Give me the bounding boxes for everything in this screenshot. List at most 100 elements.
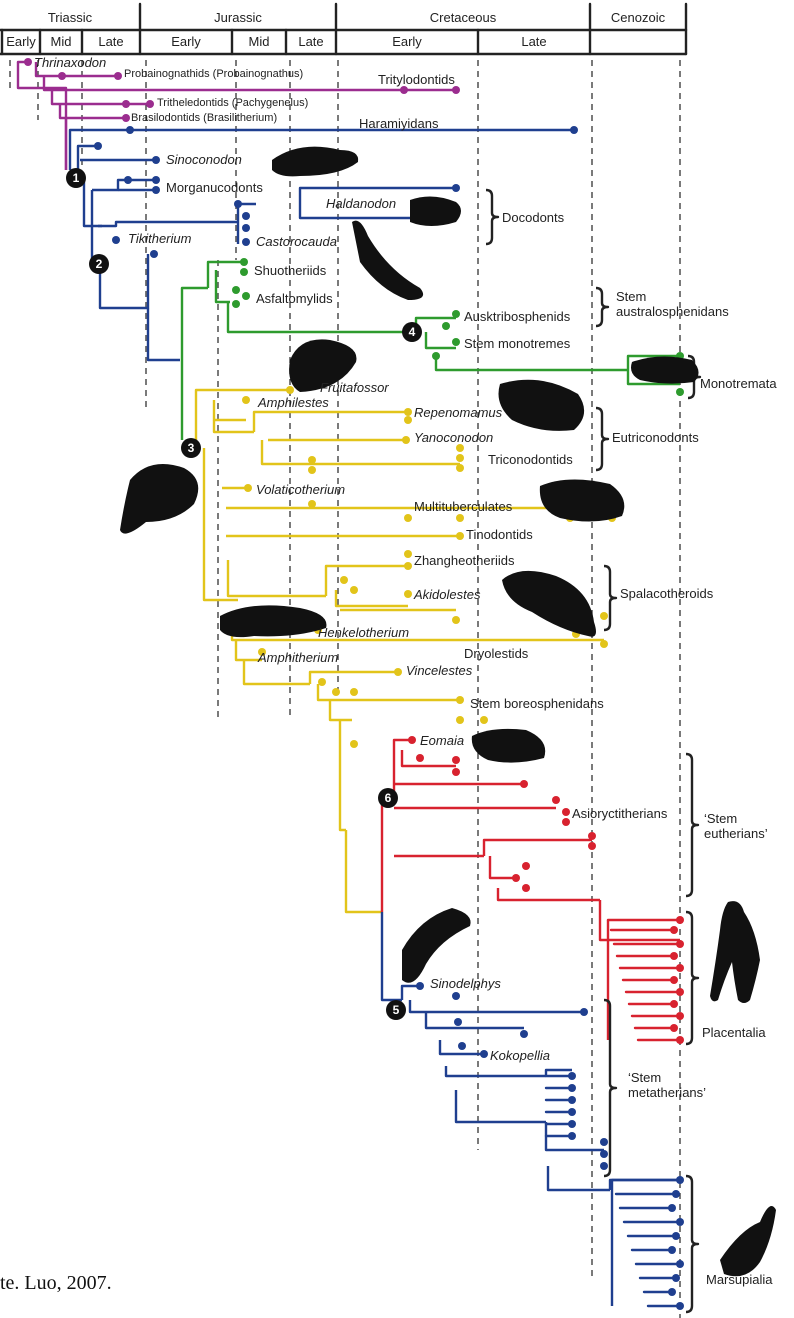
taxon-tip-dot xyxy=(114,72,122,80)
taxon-tip-dot xyxy=(242,212,250,220)
branch-path xyxy=(228,560,326,596)
label-yanoconodon: Yanoconodon xyxy=(414,430,493,445)
label-docodonts: Docodonts xyxy=(502,210,564,225)
taxon-tip-dot xyxy=(416,982,424,990)
branch-path xyxy=(610,1180,680,1190)
label-tikitherium: Tikitherium xyxy=(128,231,191,246)
haldanodon-silhouette xyxy=(410,196,461,226)
taxon-tip-dot xyxy=(456,454,464,462)
node-badge-1: 1 xyxy=(66,168,86,188)
branch-path xyxy=(98,222,238,226)
label-stem-australosphenidans: Stem australosphenidans xyxy=(616,289,729,319)
label-amphitherium: Amphitherium xyxy=(258,650,338,665)
branch-path xyxy=(60,104,126,118)
taxon-tip-dot xyxy=(404,562,412,570)
label-eutriconodonts: Eutriconodonts xyxy=(612,430,699,445)
human-silhouette xyxy=(710,901,760,1003)
taxon-tip-dot xyxy=(242,238,250,246)
label-akidolestes: Akidolestes xyxy=(414,587,480,602)
taxon-tip-dot xyxy=(408,736,416,744)
branch-path xyxy=(214,400,246,420)
taxon-tip-dot xyxy=(94,142,102,150)
branch-path xyxy=(204,448,238,600)
label-stem-monotremes: Stem monotremes xyxy=(464,336,570,351)
taxon-tip-dot xyxy=(452,756,460,764)
taxon-tip-dot xyxy=(404,416,412,424)
taxon-tip-dot xyxy=(308,456,316,464)
branch-path xyxy=(446,1066,546,1076)
stem-eutherians-brace xyxy=(686,754,698,896)
branch-path xyxy=(402,750,456,766)
taxon-tip-dot xyxy=(452,616,460,624)
node-badge-5: 5 xyxy=(386,1000,406,1020)
taxon-tip-dot xyxy=(522,862,530,870)
taxon-tip-dot xyxy=(242,224,250,232)
label-kokopellia: Kokopellia xyxy=(490,1048,550,1063)
branch-path xyxy=(498,888,600,900)
castorocauda-silhouette xyxy=(352,221,423,300)
label-stem-eutherians: ‘Stem eutherians’ xyxy=(704,811,768,841)
kangaroo-silhouette xyxy=(720,1206,776,1276)
branch-path xyxy=(548,1166,610,1190)
branch-path xyxy=(382,796,396,912)
label-repenomamus: Repenomamus xyxy=(414,405,502,420)
label-probainognathids: Probainognathids (Probainognathus) xyxy=(124,67,303,82)
label-sinoconodon: Sinoconodon xyxy=(166,152,242,167)
label-amphilestes: Amphilestes xyxy=(258,395,329,410)
branch-path xyxy=(416,318,456,332)
label-triconodontids: Triconodontids xyxy=(488,452,573,467)
taxon-tip-dot xyxy=(456,514,464,522)
label-thrinaxodon: Thrinaxodon xyxy=(34,55,106,70)
branch-path xyxy=(436,356,628,370)
branch-path xyxy=(148,308,180,360)
taxon-tip-dot xyxy=(588,842,596,850)
branch-path xyxy=(208,262,244,288)
label-spalacotheroids: Spalacotheroids xyxy=(620,586,713,601)
taxon-tip-dot xyxy=(286,386,294,394)
branch-path xyxy=(426,332,456,348)
label-tinodontids: Tinodontids xyxy=(466,527,533,542)
taxon-tip-dot xyxy=(454,1018,462,1026)
taxon-tip-dot xyxy=(456,532,464,540)
label-volaticotherium: Volaticotherium xyxy=(256,482,345,497)
label-asfaltomylids: Asfaltomylids xyxy=(256,291,333,306)
taxon-tip-dot xyxy=(600,640,608,648)
label-sinodelphys: Sinodelphys xyxy=(430,976,501,991)
taxon-tip-dot xyxy=(456,464,464,472)
label-haramiyidans: Haramiyidans xyxy=(359,116,438,131)
branch-path xyxy=(340,720,346,830)
taxon-tip-dot xyxy=(512,874,520,882)
taxon-tip-dot xyxy=(332,688,340,696)
henkelotherium-silhouette xyxy=(220,605,326,637)
taxon-tip-dot xyxy=(452,338,460,346)
taxon-tip-dot xyxy=(480,1050,488,1058)
taxon-tip-dot xyxy=(152,176,160,184)
branch-path xyxy=(382,912,402,1000)
label-tritylodontids: Tritylodontids xyxy=(378,72,455,87)
label-fruitafossor: Fruitafossor xyxy=(320,380,389,395)
branch-path xyxy=(394,740,412,796)
taxon-tip-dot xyxy=(580,1008,588,1016)
node-badge-6: 6 xyxy=(378,788,398,808)
stem-metatherians-brace xyxy=(604,1000,616,1176)
label-stem-boreosphenidans: Stem boreosphenidans xyxy=(470,696,604,711)
branch-path xyxy=(330,700,352,720)
taxon-tip-dot xyxy=(112,236,120,244)
marsupialia-brace xyxy=(686,1176,698,1312)
taxon-tip-dot xyxy=(458,1042,466,1050)
branch-path xyxy=(484,840,592,856)
taxon-tip-dot xyxy=(520,1030,528,1038)
label-castorocauda: Castorocauda xyxy=(256,234,337,249)
taxon-tip-dot xyxy=(308,466,316,474)
taxon-tip-dot xyxy=(242,396,250,404)
label-tritheledontids: Tritheledontids (Pachygenelus) xyxy=(157,96,308,111)
taxon-tip-dot xyxy=(552,796,560,804)
taxon-tip-dot xyxy=(442,322,450,330)
taxon-tip-dot xyxy=(456,696,464,704)
branch-path xyxy=(78,146,98,170)
branch-path xyxy=(346,830,382,912)
taxon-tip-dot xyxy=(452,184,460,192)
taxon-tip-dot xyxy=(452,310,460,318)
taxon-tip-dot xyxy=(150,250,158,258)
